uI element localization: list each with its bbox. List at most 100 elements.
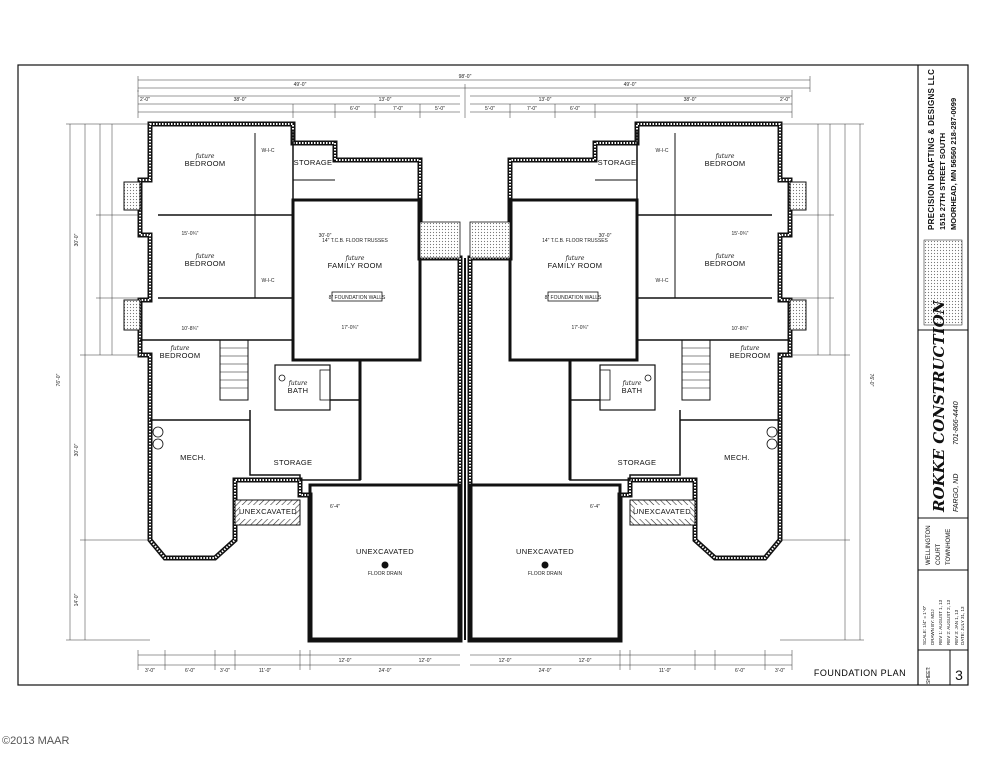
label-future: future xyxy=(565,255,585,262)
dim-7-b: 7'-0" xyxy=(527,106,537,112)
label-wic: W-I-C xyxy=(656,278,669,284)
label-storage: STORAGE xyxy=(618,458,657,467)
designer-address: 1515 27TH STREET SOUTH xyxy=(938,133,947,230)
unit-right xyxy=(470,90,864,670)
label-future: future xyxy=(622,380,642,387)
sheet-border xyxy=(17,64,969,686)
dim-bed2-15: 15'-0¾" xyxy=(182,231,199,237)
dim-bed3-10-r: 10'-8¾" xyxy=(732,326,749,332)
label-future: future xyxy=(170,345,190,352)
dim-30-left-b: 30'-0" xyxy=(74,443,80,456)
dim-3-bl: 3'-0" xyxy=(145,668,155,674)
dim-6-a: 6'-0" xyxy=(350,106,360,112)
label-bedroom: BEDROOM xyxy=(160,351,201,360)
dim-24-bl: 24'-0" xyxy=(379,668,392,674)
label-bath: BATH xyxy=(288,386,309,395)
dim-13-right: 13'-0" xyxy=(539,97,552,103)
label-future: future xyxy=(715,153,735,160)
rev1: REV 1: AUGUST 1, 13 xyxy=(938,599,943,645)
client-name: ROKKE CONSTRUCTION xyxy=(930,299,948,513)
project-line3: TOWNHOME xyxy=(946,529,952,565)
title-block: PRECISION DRAFTING & DESIGNS LLC 1515 27… xyxy=(918,69,968,685)
label-future: future xyxy=(195,253,215,260)
label-bedroom: BEDROOM xyxy=(705,159,746,168)
dim-family-17: 17'-0¾" xyxy=(342,325,359,331)
dim-bed3-10: 10'-8¾" xyxy=(182,326,199,332)
dim-30-left: 30'-0" xyxy=(74,233,80,246)
dim-half-left: 49'-0" xyxy=(294,82,307,88)
client-phone: 701-866-4440 xyxy=(953,401,960,445)
label-family-room: FAMILY ROOM xyxy=(548,261,603,270)
label-bedroom: BEDROOM xyxy=(730,351,771,360)
label-future: future xyxy=(345,255,365,262)
label-foundation-walls: 8" FOUNDATION WALLS xyxy=(329,295,386,301)
project-line1: WELLINGTON xyxy=(926,525,932,565)
dim-76-left: 76'-0" xyxy=(56,373,62,386)
dim-6-4-left: 6'-4" xyxy=(330,504,340,510)
dim-11-bl: 11'-0" xyxy=(259,668,272,674)
drawn-by: DRAWN BY: MDJ xyxy=(930,609,935,645)
label-bedroom: BEDROOM xyxy=(185,259,226,268)
dim-2-right: 2'-0" xyxy=(780,97,790,103)
label-bedroom: BEDROOM xyxy=(185,159,226,168)
label-storage: STORAGE xyxy=(294,158,333,167)
client-city: FARGO, ND xyxy=(953,474,960,512)
designer-city: MOORHEAD, MN 56560 218-287-0099 xyxy=(949,98,958,230)
label-future: future xyxy=(740,345,760,352)
label-future: future xyxy=(715,253,735,260)
label-wic: W-I-C xyxy=(262,148,275,154)
dim-family-30-r: 30'-0" xyxy=(599,233,612,239)
dim-overall: 98'-0" xyxy=(459,74,472,80)
dim-12-bl2: 12'-0" xyxy=(419,658,432,664)
dim-11-br: 11'-0" xyxy=(659,668,672,674)
scale: SCALE: 1/4" = 1'-0" xyxy=(922,605,927,645)
label-floor-trusses: 14" T.C.B. FLOOR TRUSSES xyxy=(322,238,388,244)
label-unexcavated: UNEXCAVATED xyxy=(516,547,574,556)
dim-family-17-r: 17'-0¾" xyxy=(572,325,589,331)
dim-bed2-15-r: 15'-0¾" xyxy=(732,231,749,237)
dim-3-bl2: 3'-0" xyxy=(220,668,230,674)
label-unexcavated: UNEXCAVATED xyxy=(633,507,691,516)
label-mech: MECH. xyxy=(724,453,750,462)
label-unexcavated: UNEXCAVATED xyxy=(356,547,414,556)
label-wic: W-I-C xyxy=(656,148,669,154)
dim-family-30: 30'-0" xyxy=(319,233,332,239)
dim-13-left: 13'-0" xyxy=(379,97,392,103)
label-future: future xyxy=(195,153,215,160)
label-family-room: FAMILY ROOM xyxy=(328,261,383,270)
dim-12-br: 12'-0" xyxy=(499,658,512,664)
dim-6-br: 6'-0" xyxy=(735,668,745,674)
rev2: REV 2: AUGUST 2, 13 xyxy=(946,599,951,645)
project-line2: COURT xyxy=(936,543,942,565)
sheet-no-label: SHEET: xyxy=(926,666,932,684)
label-bath: BATH xyxy=(622,386,643,395)
label-floor-drain: FLOOR DRAIN xyxy=(528,571,563,577)
dim-38-right: 38'-0" xyxy=(684,97,697,103)
dim-24-br: 24'-0" xyxy=(539,668,552,674)
rev3: REV 3: JAN 1, 13 xyxy=(954,609,959,645)
dim-12-bl: 12'-0" xyxy=(339,658,352,664)
dim-2-left: 2'-0" xyxy=(140,97,150,103)
dim-76-right: 76'-0" xyxy=(868,374,874,387)
dim-14-left: 14'-0" xyxy=(74,593,80,606)
dim-7-a: 7'-0" xyxy=(393,106,403,112)
dim-5-a: 5'-0" xyxy=(435,106,445,112)
dim-6-b: 6'-0" xyxy=(570,106,580,112)
dim-38-left: 38'-0" xyxy=(234,97,247,103)
designer-name: PRECISION DRAFTING & DESIGNS LLC xyxy=(927,69,936,230)
copyright-watermark: ©2013 MAAR xyxy=(2,735,70,747)
label-future: future xyxy=(288,380,308,387)
unit-left xyxy=(66,90,460,670)
dim-3-br: 3'-0" xyxy=(775,668,785,674)
dim-half-right: 49'-0" xyxy=(624,82,637,88)
dim-6-4-right: 6'-4" xyxy=(590,504,600,510)
sheet-number: 3 xyxy=(955,667,963,683)
label-floor-drain: FLOOR DRAIN xyxy=(368,571,403,577)
sheet-title: FOUNDATION PLAN xyxy=(814,668,906,678)
label-unexcavated: UNEXCAVATED xyxy=(239,507,297,516)
label-floor-trusses: 14" T.C.B. FLOOR TRUSSES xyxy=(542,238,608,244)
label-bedroom: BEDROOM xyxy=(705,259,746,268)
label-foundation-walls: 8" FOUNDATION WALLS xyxy=(545,295,602,301)
label-mech: MECH. xyxy=(180,453,206,462)
dim-12-br2: 12'-0" xyxy=(579,658,592,664)
